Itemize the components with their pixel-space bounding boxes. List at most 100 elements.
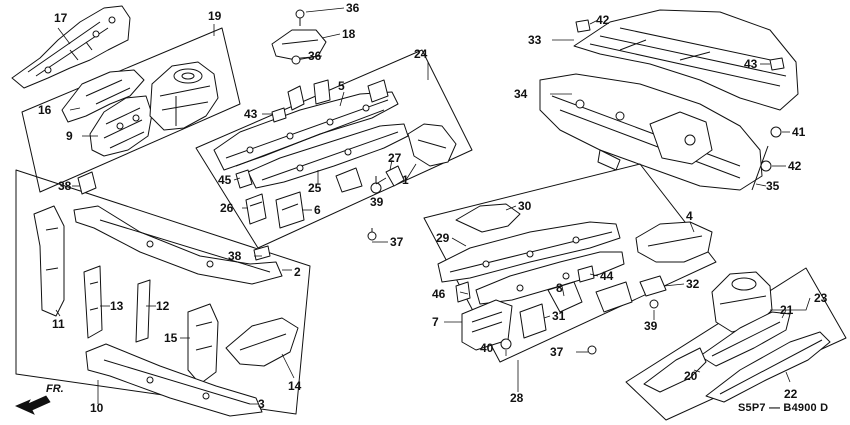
callout-8: 8: [556, 281, 563, 295]
part-29-frame: [437, 221, 621, 283]
part-1-frame-end: [407, 123, 457, 167]
callout-41: 38: [228, 249, 242, 263]
part-38-bolt-a: [370, 176, 382, 194]
front-direction-label: FR.: [46, 383, 64, 395]
part-8-frame-end: [547, 281, 583, 313]
callout-7: 7: [432, 315, 439, 329]
part-20-panel: [643, 347, 707, 393]
callout-42b: 43: [744, 57, 758, 71]
callout-9: 9: [66, 129, 73, 143]
callout-29: 29: [436, 231, 450, 245]
callout-6: 6: [314, 203, 321, 217]
callout-10: 10: [90, 401, 104, 415]
part-17-apron-upper: [11, 5, 131, 89]
part-31-bracket: [519, 303, 547, 339]
part-36-bolt-lower: [291, 55, 301, 65]
callout-39a: 41: [792, 125, 806, 139]
part-mid-bracket: [335, 167, 363, 193]
part-43-bracket-top: [271, 107, 287, 123]
part-13-stay: [83, 265, 103, 339]
part-5-front-side-frame: [213, 91, 399, 171]
part-16-bracket: [61, 69, 145, 123]
callout-28: 28: [510, 391, 524, 405]
callout-2: 2: [294, 265, 301, 279]
callout-37a: 37: [390, 235, 404, 249]
callout-11: 11: [52, 317, 65, 331]
part-4-bracket: [635, 221, 713, 263]
part-25-frame-extension: [247, 123, 409, 189]
callout-34: 34: [514, 87, 528, 101]
callout-19: 19: [208, 9, 222, 23]
callout-36a: 36: [346, 1, 360, 15]
part-35-rod: [751, 145, 769, 191]
callout-40: 38: [58, 179, 72, 193]
callout-43a: 43: [244, 107, 258, 121]
part-6-bracket: [275, 191, 305, 229]
callout-labels: 17 19 16 9 36 18 36 24 5 43 45 25 27 1 3…: [38, 1, 828, 415]
callout-26: 26: [220, 201, 234, 215]
callout-22: 22: [784, 387, 798, 401]
leader-lines: [55, 7, 811, 405]
callout-17: 17: [54, 11, 68, 25]
part-14-bracket: [225, 317, 299, 367]
callout-15: 15: [164, 331, 178, 345]
callout-45: 45: [218, 173, 232, 187]
callout-25: 25: [308, 181, 322, 195]
part-19-shock-tower: [149, 61, 219, 131]
group-frame-19: [21, 27, 241, 193]
part-22-lower-rail: [705, 331, 831, 403]
callout-44: 40: [480, 341, 494, 355]
callout-38a: 39: [370, 195, 384, 209]
callout-35: 35: [766, 179, 780, 193]
callout-30: 30: [518, 199, 532, 213]
callout-21: 21: [780, 303, 794, 317]
part-15-side: [187, 303, 219, 385]
part-40-bracket: [77, 171, 97, 195]
part-36-bolt-top: [295, 9, 305, 26]
part-44-nut: [500, 338, 512, 350]
callout-43b: 44: [600, 269, 614, 283]
callout-3: 3: [258, 397, 265, 411]
part-11-side: [33, 205, 65, 317]
part-2-upper-bulkhead: [73, 205, 283, 285]
part-29-lower-frame: [475, 251, 625, 305]
drawing-code: S5P7 — B4900 D: [738, 402, 829, 414]
part-37-bolt-right: [587, 345, 597, 355]
callout-38b: 39: [644, 319, 658, 333]
part-12-stay: [135, 279, 151, 343]
part-30-reinforcement: [455, 203, 521, 233]
callout-18: 18: [342, 27, 356, 41]
callout-31: 31: [552, 309, 566, 323]
callout-33: 33: [528, 33, 542, 47]
part-27-bracket: [385, 165, 405, 187]
part-39-bolt-a: [770, 126, 782, 138]
callout-37b: 37: [550, 345, 564, 359]
part-9-apron-lower: [89, 95, 153, 157]
callout-20: 20: [684, 369, 698, 383]
callout-4: 4: [686, 209, 693, 223]
callout-12: 12: [156, 299, 170, 313]
callout-24: 24: [414, 47, 428, 61]
part-lower-bracket: [595, 281, 633, 313]
callout-32: 32: [686, 277, 700, 291]
part-45-bracket: [235, 169, 253, 189]
callout-1: 1: [402, 173, 409, 187]
group-frame-10: [15, 169, 311, 415]
callout-46: 46: [432, 287, 446, 301]
callout-5: 5: [338, 79, 345, 93]
part-42-clip-b: [769, 57, 785, 71]
callout-13: 13: [110, 299, 124, 313]
part-26-bracket: [245, 193, 267, 225]
part-42-clip-a: [575, 19, 591, 33]
part-37-bolt-center: [367, 228, 377, 241]
part-18-mount: [271, 29, 327, 61]
part-3-lower-bulkhead: [85, 343, 263, 417]
callout-36b: 36: [308, 49, 322, 63]
group-frame-24: [195, 49, 473, 249]
part-21-apron: [699, 311, 791, 367]
part-5-brackets: [287, 79, 389, 111]
callout-23: 23: [814, 291, 828, 305]
part-32-bracket: [639, 275, 667, 297]
part-33-cowl-top: [573, 9, 799, 111]
